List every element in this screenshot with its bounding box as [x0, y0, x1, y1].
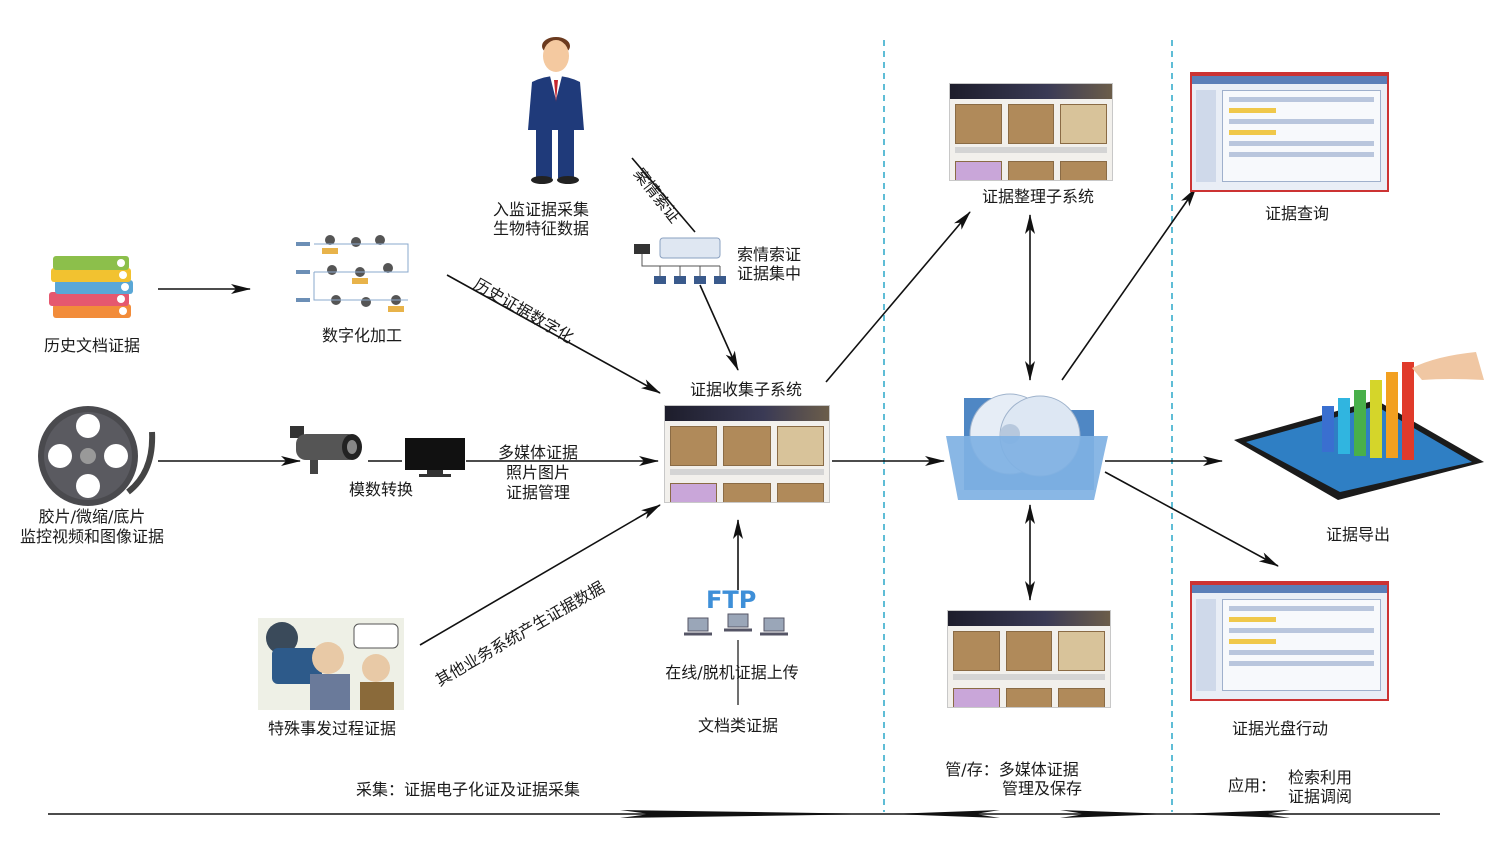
officer-person-icon: [528, 37, 584, 184]
multimedia-label-2: 照片图片: [505, 463, 571, 482]
film-label-1: 胶片/微缩/底片: [38, 507, 146, 526]
doc-evidence-label: 文档类证据: [697, 716, 779, 735]
manage-store-screenshot: [947, 610, 1111, 708]
ftp-logo-text: FTP: [706, 586, 756, 614]
monitor-icon: [405, 438, 465, 477]
network-diagram-icon: [634, 237, 726, 284]
arrow-history-digitize: [446, 274, 661, 394]
ftp-icon: FTP: [684, 586, 788, 636]
timeline-arrow-1: [620, 810, 884, 818]
digitize-workflow-icon: [296, 235, 409, 312]
arrow-store-to-disc: [1104, 471, 1279, 567]
film-reel-icon: [38, 406, 156, 506]
multimedia-label-3: 证据管理: [505, 483, 571, 502]
arrow-store-to-query: [1061, 187, 1197, 381]
multimedia-label-1: 多媒体证据: [497, 443, 579, 462]
binders-icon: [49, 256, 133, 318]
timeline-arrow-3: [1060, 810, 1170, 818]
prison-collect-label-1: 入监证据采集: [492, 200, 590, 219]
ad-convert-label: 模数转换: [348, 480, 414, 499]
arrow-case-request: [631, 157, 696, 233]
stage-app-label-2: 证据调阅: [1288, 787, 1353, 806]
history-docs-label: 历史文档证据: [43, 336, 141, 355]
organize-subsystem-screenshot: [949, 83, 1113, 181]
online-upload-label: 在线/脱机证据上传: [665, 663, 799, 682]
film-label-2: 监控视频和图像证据: [19, 527, 165, 546]
stage-app-label: 应用：: [1228, 776, 1277, 795]
query-label: 证据查询: [1264, 204, 1330, 223]
disc-action-label: 证据光盘行动: [1231, 719, 1329, 738]
timeline-arrow-4: [1176, 810, 1290, 818]
case-centralize-label-2: 证据集中: [737, 264, 802, 283]
stage-collect-label: 采集：证据电子化证及证据采集: [355, 780, 581, 799]
export-label: 证据导出: [1325, 525, 1391, 544]
organize-subsystem-label: 证据整理子系统: [981, 187, 1095, 206]
arrow-centralize-to-collect: [699, 284, 739, 371]
special-event-label: 特殊事发过程证据: [267, 719, 397, 738]
collect-subsystem-label: 证据收集子系统: [689, 380, 803, 399]
camera-icon: [290, 426, 362, 474]
arrow-collect-to-organize: [825, 211, 971, 383]
special-event-cartoon-icon: [258, 618, 404, 710]
case-centralize-label-1: 索情索证: [737, 245, 802, 264]
query-app-screenshot: [1190, 72, 1389, 192]
collect-subsystem-screenshot: [664, 405, 830, 503]
timeline-arrow-2: [890, 810, 1000, 818]
storage-folder-icon: [946, 393, 1108, 500]
digitize-label: 数字化加工: [321, 326, 403, 345]
stage-manage-label-1: 管/存：多媒体证据: [945, 760, 1079, 779]
stage-app-label-1: 检索利用: [1288, 768, 1353, 787]
disc-app-screenshot: [1190, 581, 1389, 701]
stage-manage-label-2: 管理及保存: [1001, 779, 1083, 798]
tablet-chart-icon: [1234, 352, 1484, 500]
prison-collect-label-2: 生物特征数据: [492, 219, 590, 238]
arrow-special-to-collect: [419, 504, 661, 646]
